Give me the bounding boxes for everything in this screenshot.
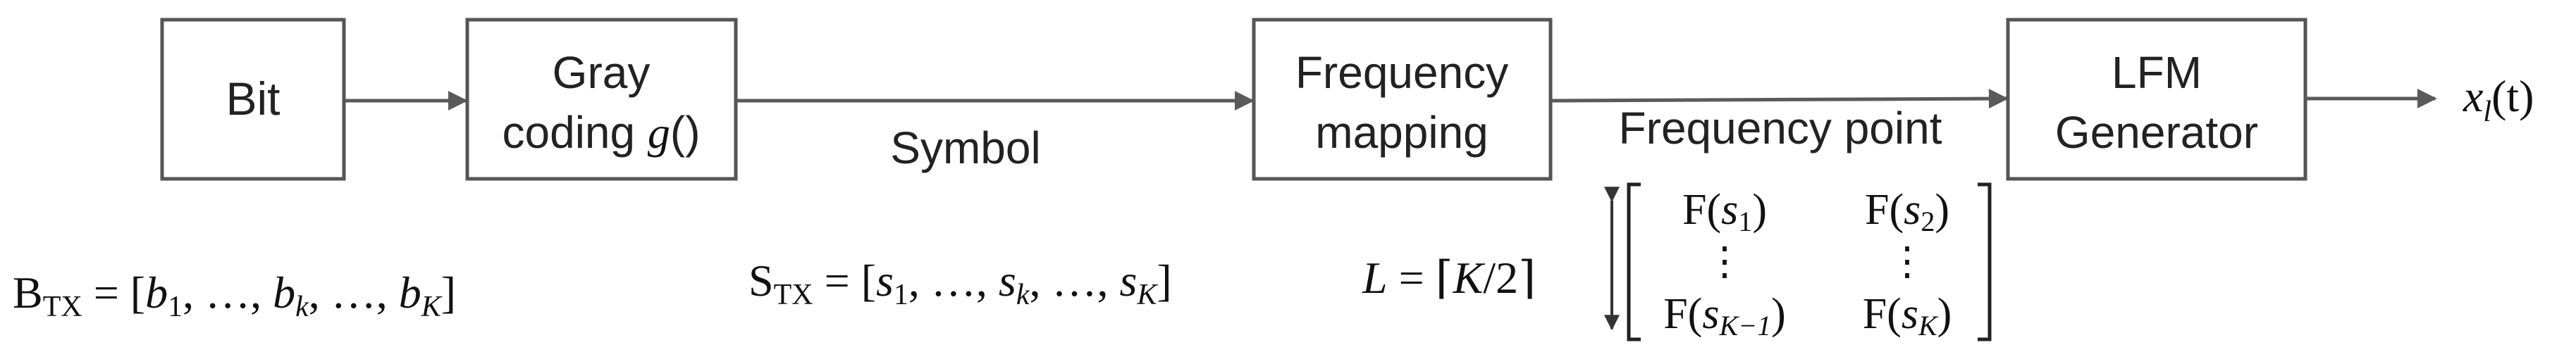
frequency-mapping-label-line1: Frequency xyxy=(1295,47,1508,98)
arrow-freq-mapping-to-lfm xyxy=(1551,89,2009,109)
lfm-generator-label-line2: Generator xyxy=(2055,107,2258,158)
matrix-right-bracket xyxy=(1978,182,1992,341)
matrix-entry-r2c1: F(sK−1) xyxy=(1663,290,1786,341)
matrix-entry-r1c2: F(s2) xyxy=(1865,186,1949,237)
matrix-left-bracket xyxy=(1627,182,1641,341)
lfm-generator-block xyxy=(2006,18,2307,181)
symbol-label: Symbol xyxy=(890,123,1040,173)
output-signal-label: xl(t) xyxy=(2463,71,2534,128)
bit-block-label: Bit xyxy=(226,73,280,125)
frequency-mapping-label-line2: mapping xyxy=(1315,107,1489,158)
symbol-vector-equation: STX = [s1, …, sk, …, sK] xyxy=(748,256,1172,311)
gray-coding-block xyxy=(465,18,738,181)
matrix-vdots-col2: ⋮ xyxy=(1887,240,1927,284)
frequency-point-label: Frequency point xyxy=(1619,103,1942,153)
matrix-entry-r2c2: F(sK) xyxy=(1863,290,1952,341)
gray-coding-label-line2: coding g() xyxy=(503,107,701,158)
bit-block xyxy=(160,18,346,181)
matrix-entry-r1c1: F(s1) xyxy=(1682,186,1767,237)
frequency-mapping-block xyxy=(1252,18,1553,181)
matrix-vdots-col1: ⋮ xyxy=(1705,240,1744,284)
bit-vector-equation: BTX = [b1, …, bk, …, bK] xyxy=(13,268,456,323)
gray-coding-label-line1: Gray xyxy=(553,47,651,98)
L-equation: L = ⌈K/2⌉ xyxy=(1362,253,1536,303)
lfm-generator-label-line1: LFM xyxy=(2112,47,2202,98)
